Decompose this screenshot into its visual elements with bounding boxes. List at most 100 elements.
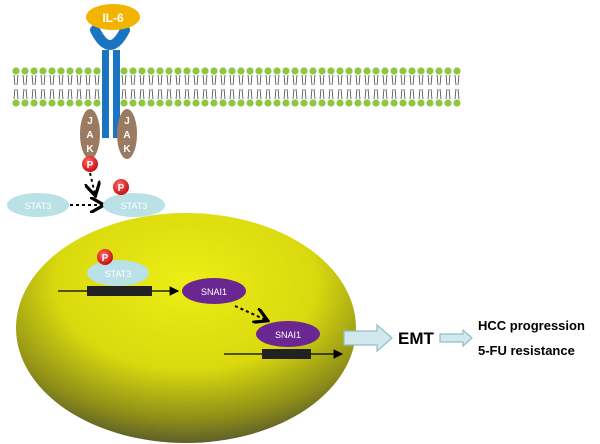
snai1-protein: SNAI1	[256, 321, 320, 347]
lipid-tail-lower	[184, 88, 190, 100]
lipid-head-upper	[39, 67, 47, 75]
phospho-stat3-cytoplasm-label: STAT3	[121, 201, 148, 211]
lipid-tail-lower	[13, 88, 19, 100]
lipid-tail-upper	[130, 74, 136, 86]
lipid-tail-lower	[220, 88, 226, 100]
phosphorylation-arrow	[90, 172, 95, 194]
stat3-cytoplasm-label: STAT3	[25, 201, 52, 211]
lipid-tail-upper	[328, 74, 334, 86]
jak-right-letter-k: K	[123, 144, 131, 155]
lipid-head-upper	[408, 67, 416, 75]
lipid-head-upper	[30, 67, 38, 75]
lipid-tail-upper	[229, 74, 235, 86]
lipid-tail-lower	[364, 88, 370, 100]
lipid-head-upper	[210, 67, 218, 75]
lipid-head-upper	[255, 67, 263, 75]
lipid-tail-lower	[139, 88, 145, 100]
lipid-tail-upper	[94, 74, 100, 86]
lipid-tail-lower	[211, 88, 217, 100]
lipid-tail-lower	[274, 88, 280, 100]
lipid-head-lower	[57, 99, 65, 107]
target-gene-box	[262, 349, 311, 359]
lipid-tail-upper	[292, 74, 298, 86]
phospho-stat3-nuclear-label: STAT3	[105, 269, 132, 279]
lipid-head-upper	[84, 67, 92, 75]
lipid-head-upper	[345, 67, 353, 75]
lipid-head-lower	[246, 99, 254, 107]
cell-membrane	[12, 67, 461, 107]
jak-right-letter-a: A	[123, 130, 130, 141]
lipid-head-lower	[183, 99, 191, 107]
jak-left-letter-a: A	[86, 130, 93, 141]
lipid-head-lower	[345, 99, 353, 107]
lipid-tail-upper	[454, 74, 460, 86]
lipid-head-lower	[21, 99, 29, 107]
lipid-head-lower	[390, 99, 398, 107]
phospho-stat3-nuclear: STAT3	[87, 260, 149, 286]
lipid-head-lower	[30, 99, 38, 107]
lipid-tail-upper	[31, 74, 37, 86]
lipid-tail-lower	[247, 88, 253, 100]
lipid-head-upper	[390, 67, 398, 75]
stat3-cytoplasm: STAT3	[7, 193, 69, 217]
lipid-head-lower	[354, 99, 362, 107]
lipid-tail-upper	[337, 74, 343, 86]
lipid-tail-lower	[121, 88, 127, 100]
lipid-head-upper	[417, 67, 425, 75]
phospho-stat3-nuclear-p-label: P	[102, 253, 109, 264]
lipid-tail-lower	[373, 88, 379, 100]
lipid-tail-upper	[274, 74, 280, 86]
phospho-jak: P	[82, 156, 98, 172]
lipid-head-upper	[453, 67, 461, 75]
lipid-head-upper	[237, 67, 245, 75]
lipid-head-lower	[129, 99, 137, 107]
lipid-tail-upper	[247, 74, 253, 86]
lipid-tail-lower	[229, 88, 235, 100]
lipid-tail-lower	[409, 88, 415, 100]
phospho-stat3-p: P	[113, 179, 129, 195]
lipid-head-lower	[408, 99, 416, 107]
lipid-tail-lower	[22, 88, 28, 100]
lipid-tail-upper	[211, 74, 217, 86]
lipid-tail-upper	[49, 74, 55, 86]
lipid-head-upper	[282, 67, 290, 75]
lipid-head-upper	[336, 67, 344, 75]
lipid-tail-lower	[31, 88, 37, 100]
lipid-head-upper	[318, 67, 326, 75]
lipid-head-upper	[192, 67, 200, 75]
lipid-head-upper	[48, 67, 56, 75]
lipid-head-upper	[12, 67, 20, 75]
lipid-tail-upper	[184, 74, 190, 86]
lipid-head-upper	[228, 67, 236, 75]
lipid-tail-upper	[418, 74, 424, 86]
lipid-head-lower	[39, 99, 47, 107]
lipid-tail-lower	[391, 88, 397, 100]
lipid-head-upper	[66, 67, 74, 75]
lipid-tail-upper	[121, 74, 127, 86]
lipid-tail-lower	[238, 88, 244, 100]
lipid-tail-lower	[67, 88, 73, 100]
lipid-head-upper	[156, 67, 164, 75]
jak-left-letter-j: J	[87, 116, 93, 127]
lipid-head-lower	[435, 99, 443, 107]
lipid-tail-lower	[76, 88, 82, 100]
il6-label: IL-6	[102, 11, 124, 25]
lipid-tail-upper	[175, 74, 181, 86]
lipid-head-lower	[336, 99, 344, 107]
lipid-tail-upper	[202, 74, 208, 86]
lipid-tail-upper	[193, 74, 199, 86]
lipid-head-lower	[372, 99, 380, 107]
lipid-head-lower	[219, 99, 227, 107]
lipid-tail-upper	[220, 74, 226, 86]
lipid-tail-upper	[355, 74, 361, 86]
lipid-tail-lower	[328, 88, 334, 100]
emt-block-arrow	[343, 323, 393, 353]
lipid-head-upper	[183, 67, 191, 75]
lipid-head-lower	[426, 99, 434, 107]
lipid-head-upper	[138, 67, 146, 75]
lipid-tail-lower	[310, 88, 316, 100]
lipid-head-upper	[372, 67, 380, 75]
emt-label: EMT	[398, 329, 435, 348]
jak-right: J A K	[117, 109, 137, 159]
lipid-tail-upper	[76, 74, 82, 86]
